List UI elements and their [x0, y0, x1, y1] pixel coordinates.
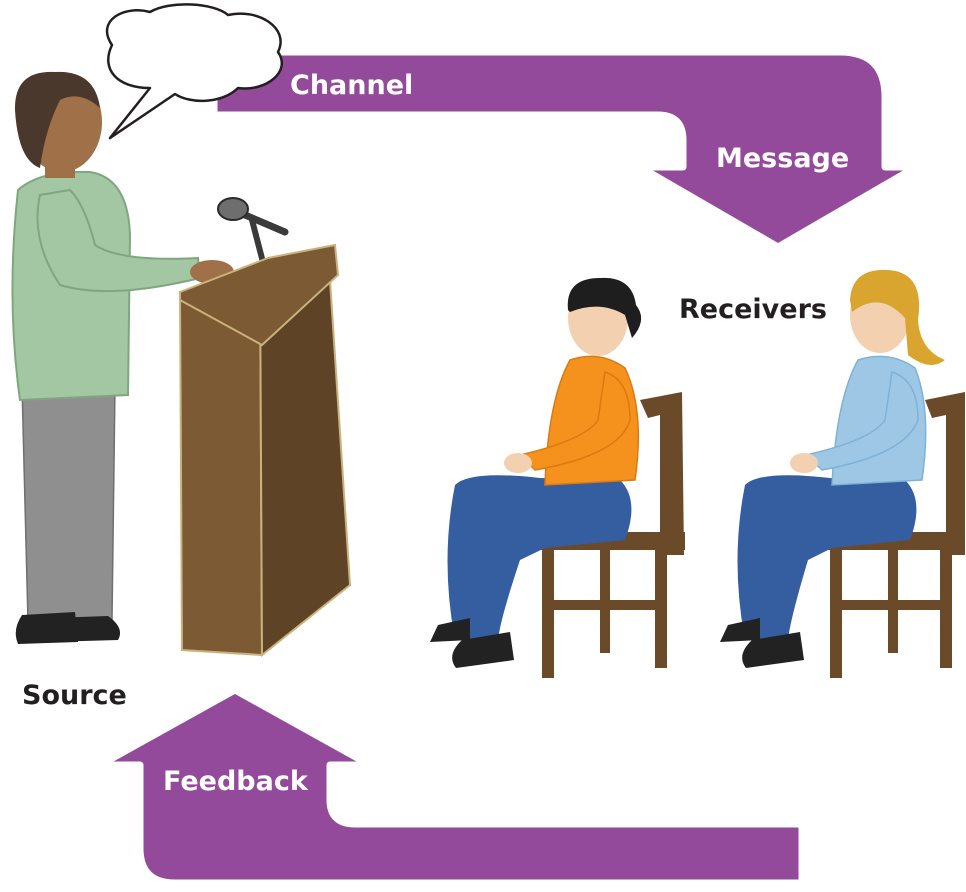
channel-message-arrow — [210, 48, 920, 251]
podium — [178, 243, 352, 658]
feedback-label: Feedback — [163, 766, 308, 797]
feedback-arrow — [96, 686, 806, 887]
speaker-figure — [11, 71, 234, 644]
source-label: Source — [22, 680, 127, 711]
microphone — [217, 197, 289, 271]
receiver-figure-1 — [430, 277, 685, 678]
receivers-label: Receivers — [679, 294, 827, 325]
message-label: Message — [716, 143, 850, 174]
speech-bubble — [105, 3, 284, 140]
channel-label: Channel — [290, 70, 414, 101]
receiver-figure-2 — [720, 269, 965, 678]
